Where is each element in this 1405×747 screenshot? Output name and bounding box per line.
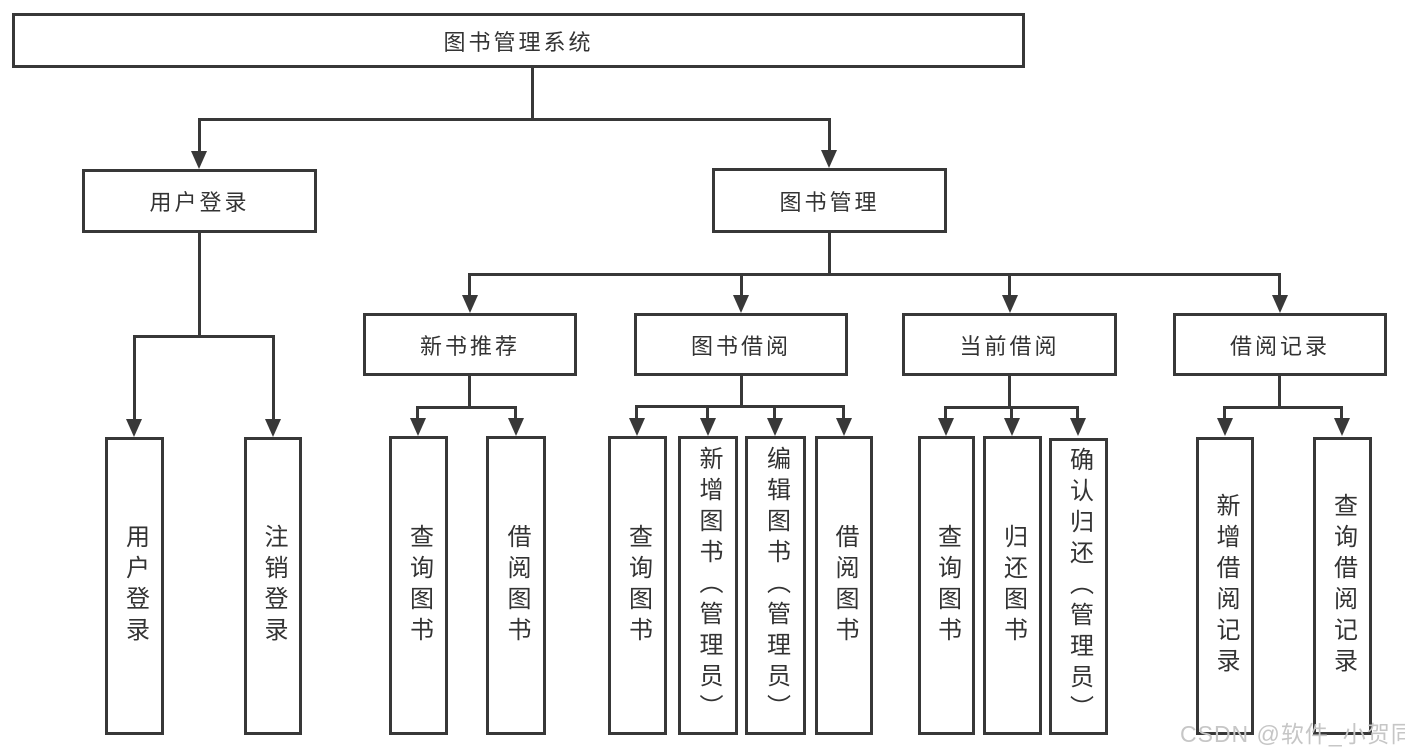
node-book-mgmt: 图书管理 <box>712 168 947 233</box>
connector-line <box>133 335 136 421</box>
node-borrow-record-label: 借阅记录 <box>1229 333 1330 359</box>
connector-line <box>1340 406 1343 420</box>
arrow-down-icon <box>629 418 645 436</box>
leaf-borrow-book-label: 借阅图书 <box>831 523 858 648</box>
arrow-down-icon <box>462 295 478 313</box>
connector-line <box>468 273 471 297</box>
connector-line <box>1008 376 1011 406</box>
arrow-down-icon <box>1272 295 1288 313</box>
node-book-borrow-label: 图书借阅 <box>690 333 791 359</box>
connector-line <box>635 405 845 408</box>
connector-line <box>416 406 517 409</box>
leaf-record-add-label: 新增借阅记录 <box>1212 493 1239 679</box>
node-user-login-label: 用户登录 <box>149 190 250 215</box>
connector-line <box>740 376 743 405</box>
connector-line <box>468 273 1281 276</box>
connector-line <box>133 335 275 338</box>
leaf-logout: 注销登录 <box>244 437 302 735</box>
connector-line <box>842 405 845 420</box>
arrow-down-icon <box>733 295 749 313</box>
arrow-down-icon <box>938 418 954 436</box>
connector-line <box>272 335 275 421</box>
leaf-record-query-label: 查询借阅记录 <box>1329 493 1357 679</box>
connector-line <box>1223 406 1226 420</box>
node-new-book-recommend-label: 新书推荐 <box>419 333 520 359</box>
leaf-newbook-query: 查询图书 <box>389 436 448 735</box>
node-book-mgmt-label: 图书管理 <box>779 189 880 215</box>
leaf-current-return-label: 归还图书 <box>999 523 1027 648</box>
leaf-newbook-query-label: 查询图书 <box>405 523 433 648</box>
arrow-down-icon <box>1217 418 1233 436</box>
leaf-borrow-add-admin: 新增图书（管理员） <box>678 436 738 735</box>
arrow-down-icon <box>836 418 852 436</box>
connector-line <box>531 68 534 118</box>
leaf-current-confirm-admin-label: 确认归还（管理员） <box>1065 447 1093 726</box>
leaf-borrow-query-label: 查询图书 <box>624 523 652 648</box>
leaf-current-query: 查询图书 <box>918 436 975 735</box>
connector-line <box>1010 406 1013 420</box>
arrow-down-icon <box>191 151 207 169</box>
connector-line <box>828 233 831 273</box>
csdn-watermark: CSDN @软件_小贺同学 <box>1180 721 1405 747</box>
connector-line <box>1008 273 1011 297</box>
arrow-down-icon <box>1002 295 1018 313</box>
node-root: 图书管理系统 <box>12 13 1025 68</box>
leaf-user-login: 用户登录 <box>105 437 164 735</box>
connector-line <box>706 405 709 420</box>
arrow-down-icon <box>1070 418 1086 436</box>
arrow-down-icon <box>767 418 783 436</box>
connector-line <box>740 273 743 297</box>
connector-line <box>416 406 419 420</box>
leaf-newbook-borrow: 借阅图书 <box>486 436 546 735</box>
arrow-down-icon <box>265 419 281 437</box>
connector-line <box>944 406 947 420</box>
leaf-borrow-book: 借阅图书 <box>815 436 873 735</box>
connector-line <box>1223 406 1343 409</box>
leaf-current-query-label: 查询图书 <box>933 523 961 648</box>
leaf-current-return: 归还图书 <box>983 436 1042 735</box>
node-user-login: 用户登录 <box>82 169 317 233</box>
connector-line <box>1076 406 1079 420</box>
connector-line <box>635 405 638 420</box>
node-book-borrow: 图书借阅 <box>634 313 848 376</box>
node-borrow-record: 借阅记录 <box>1173 313 1387 376</box>
leaf-borrow-edit-admin-label: 编辑图书（管理员） <box>762 446 790 725</box>
arrow-down-icon <box>821 150 837 168</box>
leaf-borrow-add-admin-label: 新增图书（管理员） <box>695 446 722 725</box>
arrow-down-icon <box>508 418 524 436</box>
arrow-down-icon <box>410 418 426 436</box>
leaf-logout-label: 注销登录 <box>260 524 287 648</box>
leaf-user-login-label: 用户登录 <box>121 524 149 648</box>
connector-line <box>468 376 471 406</box>
leaf-newbook-borrow-label: 借阅图书 <box>503 523 530 648</box>
connector-line <box>198 233 201 335</box>
node-root-label: 图书管理系统 <box>443 29 594 55</box>
node-current-borrow: 当前借阅 <box>902 313 1117 376</box>
connector-line <box>198 118 201 154</box>
connector-line <box>1278 376 1281 406</box>
arrow-down-icon <box>1004 418 1020 436</box>
connector-line <box>828 118 831 154</box>
leaf-record-add: 新增借阅记录 <box>1196 437 1254 735</box>
arrow-down-icon <box>1334 418 1350 436</box>
connector-line <box>1278 273 1281 297</box>
leaf-record-query: 查询借阅记录 <box>1313 437 1372 735</box>
arrow-down-icon <box>126 419 142 437</box>
leaf-borrow-edit-admin: 编辑图书（管理员） <box>745 436 806 735</box>
leaf-current-confirm-admin: 确认归还（管理员） <box>1049 438 1108 735</box>
node-new-book-recommend: 新书推荐 <box>363 313 577 376</box>
connector-line <box>773 405 776 420</box>
leaf-borrow-query: 查询图书 <box>608 436 667 735</box>
connector-line <box>198 118 831 121</box>
node-current-borrow-label: 当前借阅 <box>959 333 1060 359</box>
connector-line <box>514 406 517 420</box>
arrow-down-icon <box>700 418 716 436</box>
